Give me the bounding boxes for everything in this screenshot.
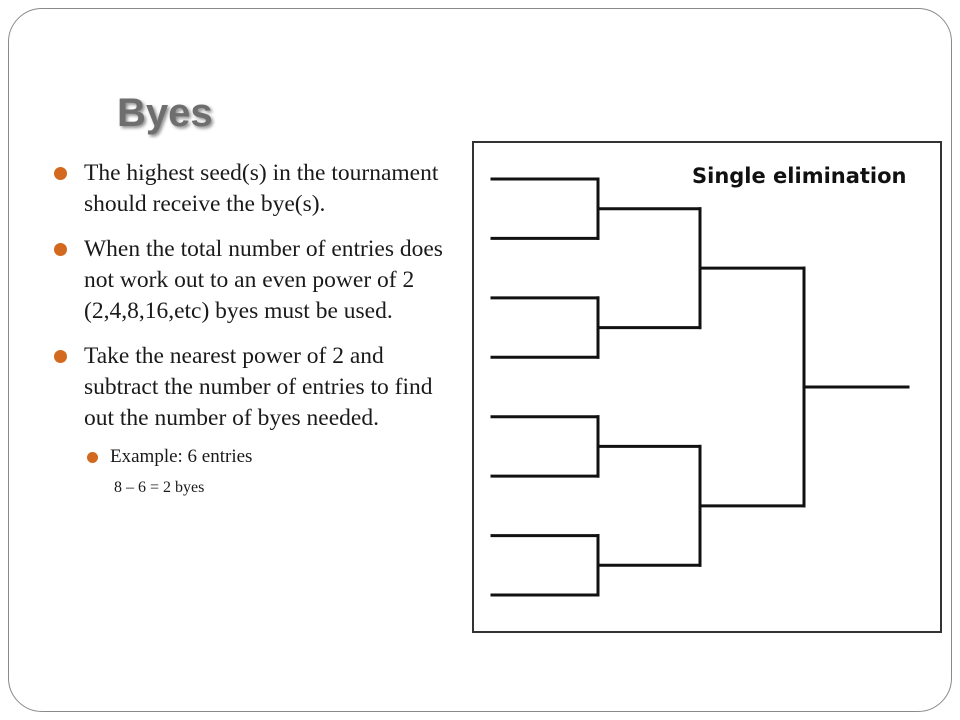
- bullet-dot-icon: [54, 167, 67, 180]
- bullet-item: When the total number of entries does no…: [48, 234, 458, 327]
- sub-bullet-text: Example: 6 entries: [110, 446, 253, 467]
- diagram-title: Single elimination: [692, 164, 907, 188]
- bullet-list: The highest seed(s) in the tournament sh…: [48, 158, 458, 500]
- bullet-text: Take the nearest power of 2 and subtract…: [84, 343, 433, 431]
- bullet-item: Take the nearest power of 2 and subtract…: [48, 341, 458, 434]
- sub-bullet-item: Example: 6 entries: [48, 444, 458, 470]
- bullet-dot-icon: [54, 350, 67, 363]
- bullet-text: The highest seed(s) in the tournament sh…: [84, 160, 439, 217]
- bullet-text: When the total number of entries does no…: [84, 236, 443, 324]
- bracket-svg: [490, 177, 910, 597]
- bullet-item: The highest seed(s) in the tournament sh…: [48, 158, 458, 220]
- sub-bullet-dot-icon: [87, 452, 98, 463]
- bracket-diagram: Single elimination: [472, 141, 942, 633]
- bullet-dot-icon: [54, 243, 67, 256]
- slide-title: Byes: [117, 91, 213, 135]
- sub-sub-line: 8 – 6 = 2 byes: [114, 479, 205, 496]
